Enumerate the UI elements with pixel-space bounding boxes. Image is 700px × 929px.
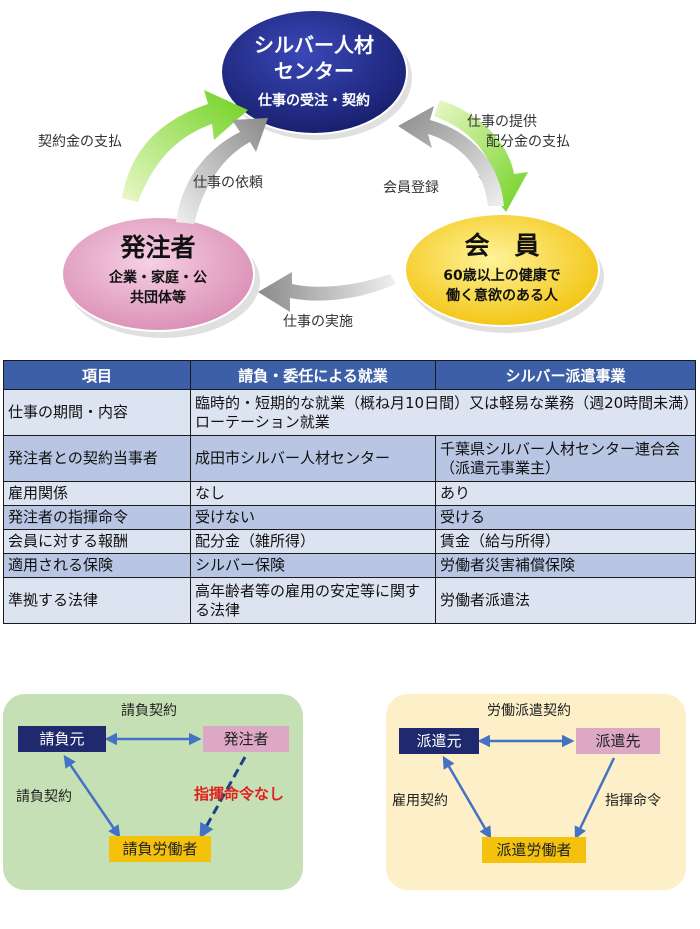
haken-panel: 労働派遣契約 派遣元 派遣先 派遣労働者 雇用契約 指揮命令 [386,694,686,890]
row-haken-value: 労働者派遣法 [435,577,696,624]
row-item: 発注者との契約当事者 [3,435,191,482]
haken-destination-box: 派遣先 [576,728,660,754]
table-header-row: 項目 請負・委任による就業 シルバー派遣事業 [3,360,696,390]
ukeoi-panel: 請負契約 請負元 発注者 請負労働者 請負契約 指揮命令なし [3,694,303,890]
table-row: 発注者の指揮命令 受けない 受ける [3,505,696,530]
table-row: 雇用関係 なし あり [3,481,696,506]
row-item: 雇用関係 [3,481,191,506]
haken-source-box: 派遣元 [399,728,479,754]
label-member-registration: 会員登録 [383,180,439,196]
ukeoi-worker-box: 請負労働者 [109,836,211,862]
table-row: 適用される保険 シルバー保険 労働者災害補償保険 [3,553,696,578]
haken-worker-box: 派遣労働者 [482,837,586,863]
cycle-diagram-graphics [61,9,604,338]
header-item: 項目 [3,360,191,390]
table-row: 準拠する法律 高年齢者等の雇用の安定等に関する法律 労働者派遣法 [3,577,696,624]
comparison-table: 項目 請負・委任による就業 シルバー派遣事業 仕事の期間・内容 臨時的・短期的な… [3,360,696,624]
member-desc-line2: 働く意欲のある人 [446,288,558,304]
center-title-line1: シルバー人材 [254,33,374,57]
ukeoi-arrows [63,732,247,839]
ukeoi-arrow-contract-worker [63,754,121,839]
client-title: 発注者 [120,233,196,262]
haken-arrow-source-worker [442,755,492,840]
center-title: シルバー人材 センター [234,32,394,84]
table-row: 会員に対する報酬 配分金（雑所得） 賃金（給与所得） [3,529,696,554]
member-title: 会 員 [464,231,540,260]
row-merged-value: 臨時的・短期的な就業（概ね月10日間）又は軽易な業務（週20時間未満）ローテーシ… [190,389,696,436]
haken-arrow-destination-worker [574,757,616,840]
arrow-member-registration [398,106,504,206]
row-haken-value: あり [435,481,696,506]
member-ellipse [404,213,600,327]
arrow-contract-payment [122,90,248,202]
row-item: 適用される保険 [3,553,191,578]
ukeoi-title: 請負契約 [121,703,177,719]
row-ukeoi-value: なし [190,481,436,506]
header-ukeoi: 請負・委任による就業 [190,360,436,390]
haken-left-label: 雇用契約 [392,793,448,809]
ukeoi-client-box: 発注者 [203,726,289,752]
label-distribution-payment: 配分金の支払 [486,134,570,150]
arrow-work-execution [258,272,396,312]
haken-right-label: 指揮命令 [605,793,661,809]
ukeoi-right-label: 指揮命令なし [194,785,285,803]
center-title-line2: センター [274,59,354,83]
client-desc-line1: 企業・家庭・公 [109,270,207,286]
center-ellipse [220,9,408,135]
row-haken-value: 賃金（給与所得） [435,529,696,554]
member-desc: 60歳以上の健康で 働く意欲のある人 [422,266,582,306]
label-contract-payment: 契約金の支払 [38,134,122,150]
row-item: 発注者の指揮命令 [3,505,191,530]
row-item: 仕事の期間・内容 [3,389,191,436]
haken-title: 労働派遣契約 [487,703,571,719]
header-haken: シルバー派遣事業 [435,360,696,390]
client-ellipse [61,216,255,332]
arrow-work-offer [434,100,528,212]
row-ukeoi-value: 受けない [190,505,436,530]
client-desc: 企業・家庭・公 共団体等 [78,268,238,308]
table-row: 仕事の期間・内容 臨時的・短期的な就業（概ね月10日間）又は軽易な業務（週20時… [3,389,696,436]
haken-arrows [442,734,616,840]
center-subtitle: 仕事の受注・契約 [258,93,370,109]
ukeoi-arrow-client-worker [199,756,247,839]
client-desc-line2: 共団体等 [130,290,186,306]
row-ukeoi-value: シルバー保険 [190,553,436,578]
label-work-execution: 仕事の実施 [283,314,353,330]
ukeoi-contractor-box: 請負元 [18,726,106,752]
table-row: 発注者との契約当事者 成田市シルバー人材センター 千葉県シルバー人材センター連合… [3,435,696,482]
row-haken-value: 千葉県シルバー人材センター連合会（派遣元事業主） [435,435,696,482]
row-item: 準拠する法律 [3,577,191,624]
row-haken-value: 受ける [435,505,696,530]
ukeoi-left-label: 請負契約 [16,789,72,805]
arrow-work-request [176,118,268,224]
row-ukeoi-value: 高年齢者等の雇用の安定等に関する法律 [190,577,436,624]
label-work-request: 仕事の依頼 [193,175,263,191]
row-ukeoi-value: 成田市シルバー人材センター [190,435,436,482]
row-item: 会員に対する報酬 [3,529,191,554]
label-work-offer: 仕事の提供 [467,114,537,130]
row-haken-value: 労働者災害補償保険 [435,553,696,578]
member-desc-line1: 60歳以上の健康で [443,268,561,284]
row-ukeoi-value: 配分金（雑所得） [190,529,436,554]
cycle-diagram: シルバー人材 センター 仕事の受注・契約 発注者 企業・家庭・公 共団体等 会 … [0,0,700,345]
